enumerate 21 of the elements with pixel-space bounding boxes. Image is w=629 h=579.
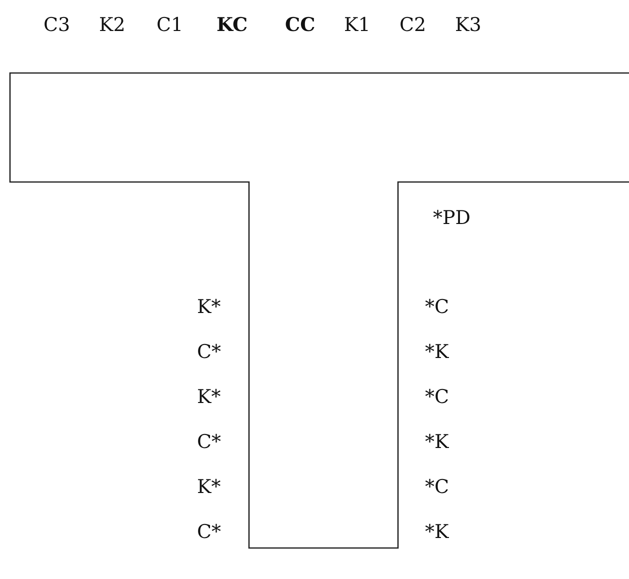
marker-label: K* [197,476,221,498]
column-label: K3 [455,14,482,36]
marker-label: *C [425,296,450,318]
column-label: C3 [44,14,70,36]
marker-label: C* [197,431,222,453]
column-label: KC [216,14,248,36]
column-label: K1 [344,14,370,36]
column-label: K2 [99,14,126,36]
marker-label: *C [425,476,450,498]
marker-label: *K [425,341,449,363]
marker-label: *C [425,386,450,408]
marker-label: K* [197,296,221,318]
marker-label: K* [197,386,221,408]
column-label: CC [285,14,316,36]
marker-label: *K [425,431,449,453]
column-label: C1 [156,14,184,36]
marker-label: *K [425,521,449,543]
marker-label: C* [197,341,222,363]
marker-label: C* [197,521,222,543]
marker-label: *PD [433,207,471,229]
column-label: C2 [400,14,426,36]
